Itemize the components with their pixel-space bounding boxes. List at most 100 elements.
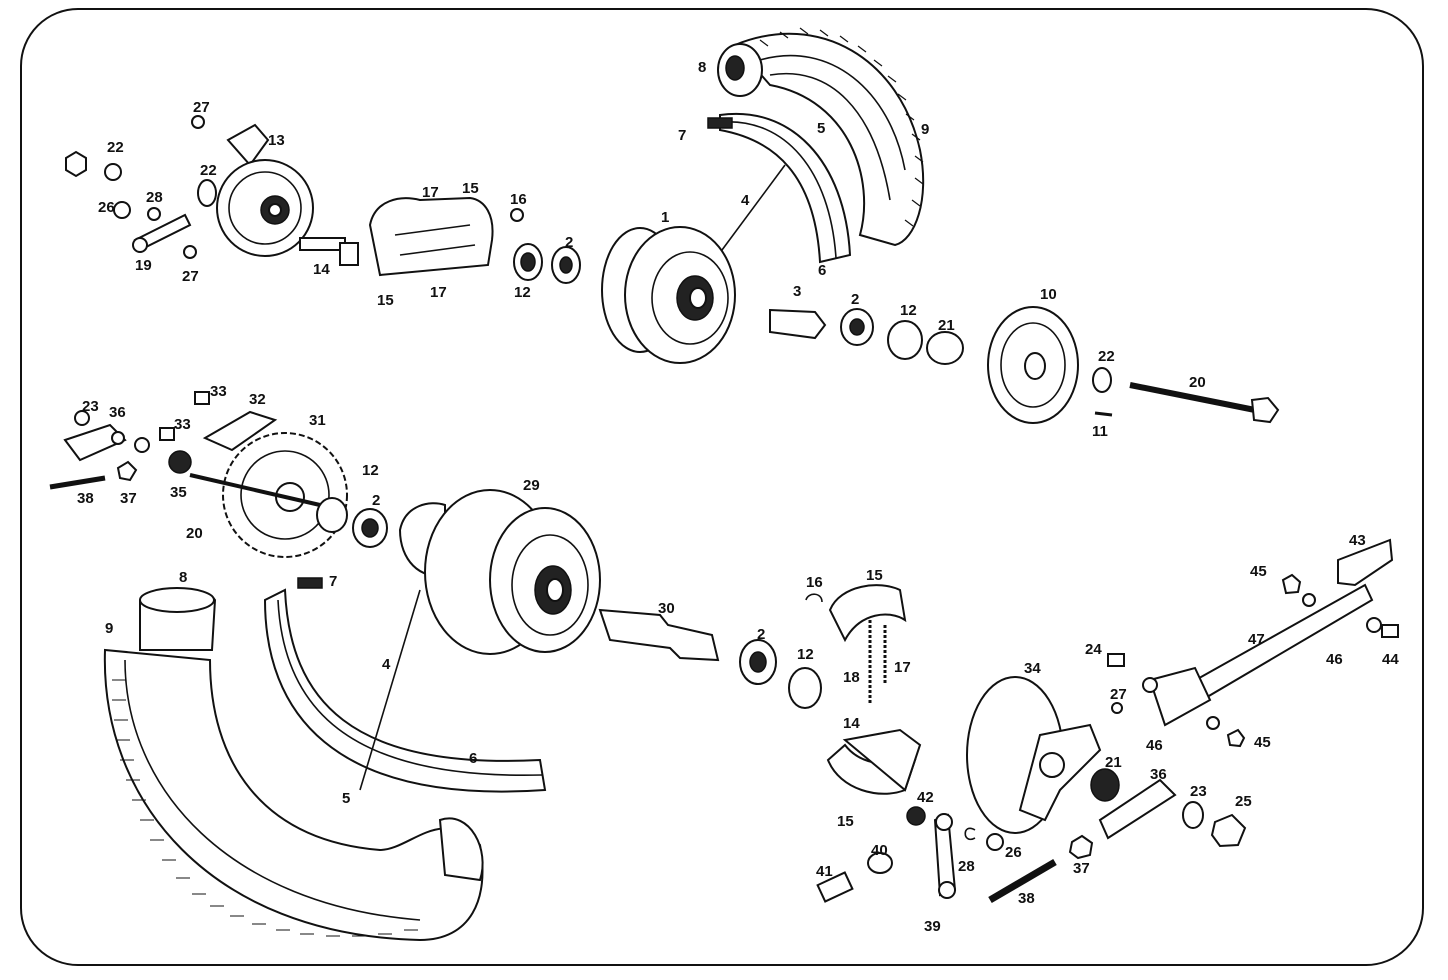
label-23: 23 xyxy=(82,398,99,415)
label-27: 27 xyxy=(182,268,199,285)
rear-bolts-33-35 xyxy=(159,391,210,474)
rear-rim-band xyxy=(263,588,547,793)
label-15: 15 xyxy=(462,180,479,197)
label-5: 5 xyxy=(342,790,350,807)
rear-bush xyxy=(1090,768,1120,802)
label-15: 15 xyxy=(377,292,394,309)
label-46: 46 xyxy=(1146,737,1163,754)
label-36: 36 xyxy=(1150,766,1167,783)
label-15: 15 xyxy=(866,567,883,584)
label-2: 2 xyxy=(372,492,380,509)
label-9: 9 xyxy=(921,121,929,138)
label-21: 21 xyxy=(938,317,955,334)
rear-brake-cam-lever xyxy=(906,806,957,899)
label-12: 12 xyxy=(362,462,379,479)
front-axle xyxy=(1092,367,1280,424)
label-8: 8 xyxy=(698,59,706,76)
label-12: 12 xyxy=(797,646,814,663)
rear-chain-adjuster-right xyxy=(1068,778,1247,860)
label-22: 22 xyxy=(200,162,217,179)
label-28: 28 xyxy=(958,858,975,875)
label-8: 8 xyxy=(179,569,187,586)
rear-hub xyxy=(398,489,601,655)
front-brake-plate xyxy=(216,123,314,257)
label-35: 35 xyxy=(170,484,187,501)
front-bearings xyxy=(513,243,581,284)
front-axle-spacers xyxy=(769,308,964,365)
label-17: 17 xyxy=(894,659,911,676)
label-22: 22 xyxy=(1098,348,1115,365)
label-4: 4 xyxy=(741,192,750,209)
label-5: 5 xyxy=(817,120,825,137)
label-45: 45 xyxy=(1250,563,1267,580)
label-34: 34 xyxy=(1024,660,1041,677)
label-30: 30 xyxy=(658,600,675,617)
label-16: 16 xyxy=(510,191,527,208)
front-dust-cover xyxy=(987,306,1079,424)
label-32: 32 xyxy=(249,391,266,408)
label-17: 17 xyxy=(430,284,447,301)
label-33: 33 xyxy=(174,416,191,433)
label-17: 17 xyxy=(422,184,439,201)
label-2: 2 xyxy=(565,234,573,251)
rear-tube xyxy=(139,587,484,882)
front-camshaft xyxy=(299,237,359,266)
label-43: 43 xyxy=(1349,532,1366,549)
label-14: 14 xyxy=(843,715,860,732)
label-19: 19 xyxy=(135,257,152,274)
front-brake-shoes xyxy=(368,196,494,277)
label-18: 18 xyxy=(843,669,860,686)
rear-spoke xyxy=(359,589,421,791)
label-40: 40 xyxy=(871,842,888,859)
label-46: 46 xyxy=(1326,651,1343,668)
label-41: 41 xyxy=(816,863,833,880)
label-11: 11 xyxy=(1092,423,1108,440)
label-36: 36 xyxy=(109,404,126,421)
label-21: 21 xyxy=(1105,754,1122,771)
label-2: 2 xyxy=(757,626,765,643)
front-spoke xyxy=(721,164,786,251)
label-31: 31 xyxy=(309,412,326,429)
label-20: 20 xyxy=(1189,374,1206,391)
rear-small-fasteners xyxy=(816,827,1057,904)
label-39: 39 xyxy=(924,918,941,935)
rear-valve xyxy=(297,577,323,589)
label-9: 9 xyxy=(105,620,113,637)
label-33: 33 xyxy=(210,383,227,400)
label-22: 22 xyxy=(107,139,124,156)
rear-bearings-right xyxy=(739,639,822,709)
label-14: 14 xyxy=(313,261,330,278)
label-37: 37 xyxy=(1073,860,1090,877)
rear-sprocket-shaft xyxy=(189,473,321,507)
rear-brake-shoes xyxy=(826,584,922,795)
label-25: 25 xyxy=(1235,793,1252,810)
label-26: 26 xyxy=(1005,844,1022,861)
rear-brake-plate xyxy=(966,676,1102,834)
label-44: 44 xyxy=(1382,651,1399,668)
label-10: 10 xyxy=(1040,286,1057,303)
label-27: 27 xyxy=(1110,686,1127,703)
label-47: 47 xyxy=(1248,631,1265,648)
label-26: 26 xyxy=(98,199,115,216)
label-27: 27 xyxy=(193,99,210,116)
label-4: 4 xyxy=(382,656,391,673)
label-28: 28 xyxy=(146,189,163,206)
part-labels: 27 22 13 22 28 26 19 27 14 17 15 16 15 1… xyxy=(77,59,1399,935)
rear-torque-rod xyxy=(1107,538,1399,748)
label-20: 20 xyxy=(186,525,203,542)
label-23: 23 xyxy=(1190,783,1207,800)
label-42: 42 xyxy=(917,789,934,806)
label-24: 24 xyxy=(1085,641,1102,658)
label-6: 6 xyxy=(469,750,477,767)
label-12: 12 xyxy=(900,302,917,319)
label-13: 13 xyxy=(268,132,285,149)
front-nut-22-stack xyxy=(65,115,524,259)
front-tyre xyxy=(733,27,925,247)
rear-chain-adjuster-left xyxy=(49,410,150,490)
label-6: 6 xyxy=(818,262,826,279)
rear-sprocket-plate xyxy=(202,410,278,452)
label-15: 15 xyxy=(837,813,854,830)
label-37: 37 xyxy=(120,490,137,507)
front-rim-band xyxy=(719,112,852,264)
